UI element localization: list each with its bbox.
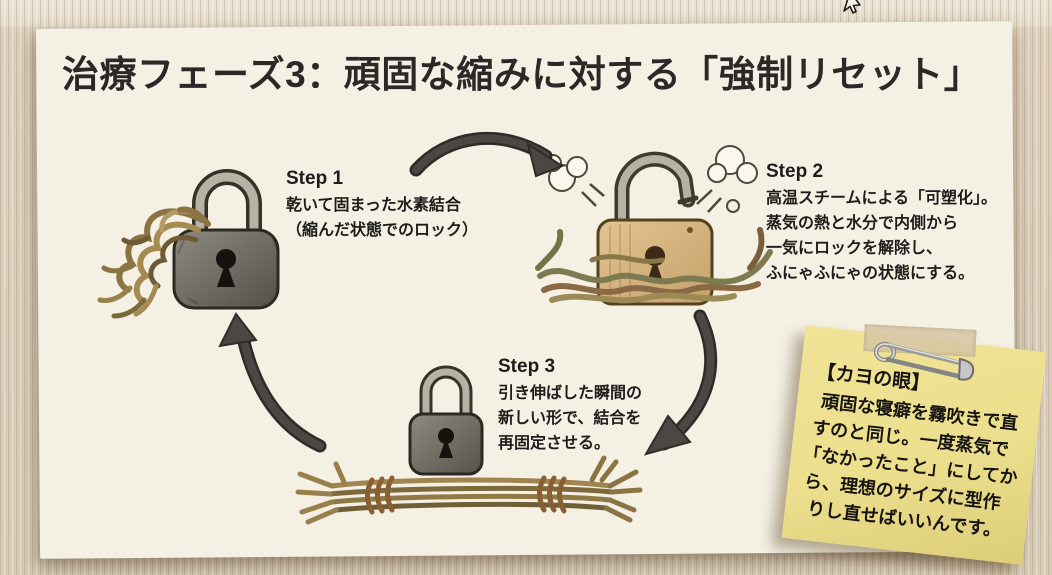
shackle-open <box>614 151 699 246</box>
straight-rope <box>295 455 643 525</box>
step2-label: Step 2 <box>766 161 824 182</box>
step2-text-block: Step 2 高温スチームによる「可塑化」。 蒸気の熱と水分で内側から 一気にロ… <box>766 161 997 286</box>
loose-ropes <box>535 227 773 304</box>
safety-pin-icon <box>873 341 975 381</box>
shackle <box>419 365 473 425</box>
step3-line: 再固定させる。 <box>498 435 611 452</box>
step2-line: 一気にロックを解除し、 <box>766 240 943 257</box>
shackle <box>192 169 262 250</box>
step2-line: 蒸気の熱と水分で内側から <box>766 215 959 232</box>
slide-title: 治療フェーズ3：頑固な縮みに対する「強制リセット」 <box>62 54 982 95</box>
steam-puff-left-icon <box>544 154 605 207</box>
step2-padlock-open-steam-icon <box>535 145 773 306</box>
step3-line: 新しい形で、結合を <box>498 410 642 427</box>
step1-line: 乾いて固まった水素結合 <box>286 197 461 214</box>
step1-line: （縮んだ状態でのロック） <box>286 222 479 239</box>
step3-text-block: Step 3 引き伸ばした瞬間の 新しい形で、結合を 再固定させる。 <box>498 356 642 456</box>
step1-padlock-tangled-rope-icon <box>97 169 280 319</box>
mouse-cursor-icon <box>843 0 861 14</box>
step3-line: 引き伸ばした瞬間の <box>498 385 643 402</box>
step2-line: 高温スチームによる「可塑化」。 <box>766 190 998 207</box>
step1-text-block: Step 1 乾いて固まった水素結合 （縮んだ状態でのロック） <box>286 168 478 243</box>
step3-label: Step 3 <box>498 356 556 377</box>
step3-padlock-straight-rope-icon <box>295 365 643 525</box>
step1-label: Step 1 <box>286 168 344 189</box>
lock-body <box>408 412 484 476</box>
tangled-rope <box>97 206 211 319</box>
lock-body <box>172 228 280 310</box>
step2-line: ふにゃふにゃの状態にする。 <box>766 265 975 282</box>
steam-puff-right-icon <box>696 145 758 213</box>
